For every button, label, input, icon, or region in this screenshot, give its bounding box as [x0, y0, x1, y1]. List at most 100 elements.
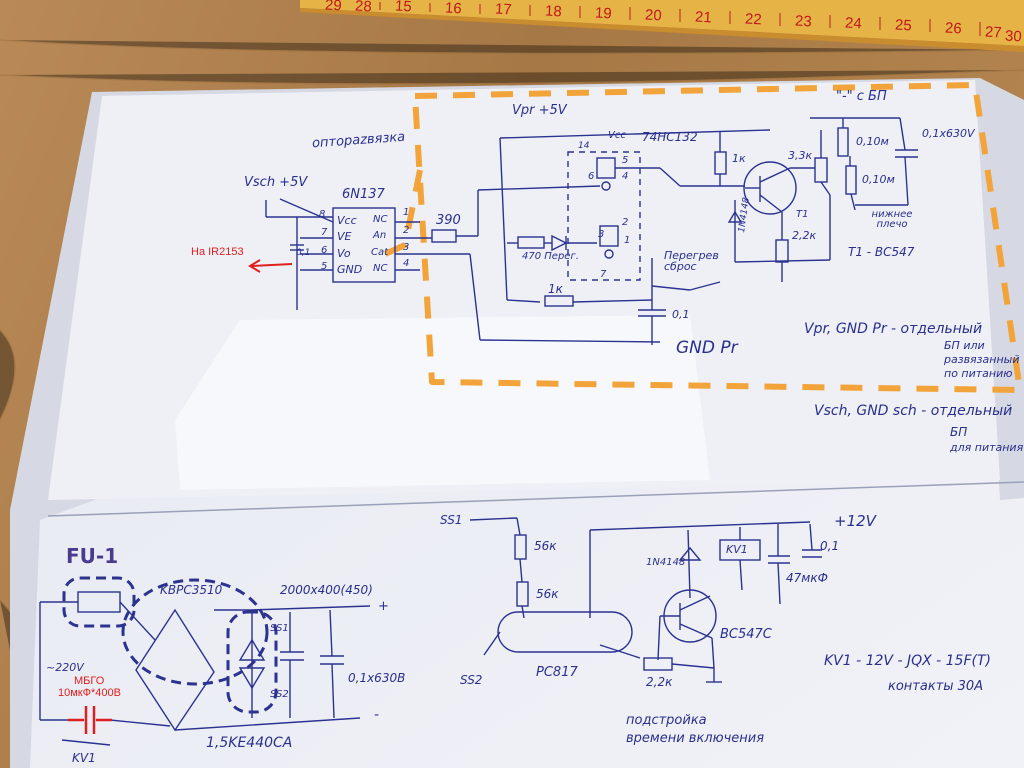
plus12-label: +12V [834, 512, 876, 530]
t1-type-label: T1 - BC547 [848, 245, 915, 259]
note-pr-line1: Vpr, GND Pr - отдельный [804, 321, 983, 337]
minus-label: - [374, 707, 380, 723]
relay-label: KV1 [726, 543, 748, 556]
note-sch-line1: Vsch, GND sch - отдельный [814, 403, 1013, 419]
diode-label: 1N4148 [646, 557, 686, 568]
cap47-label: 47мкФ [786, 571, 828, 585]
ic-name: 6N137 [342, 187, 385, 202]
kv1-contact-label: KV1 [72, 751, 96, 765]
cap630b-label: 0,1х630В [348, 671, 406, 685]
ic-pin-left: Vo [337, 247, 351, 260]
r1k-bottom-label: 1к [548, 282, 563, 296]
note-pr-line4: по питанию [944, 367, 1013, 380]
note-sch-line3: для питания [950, 441, 1024, 454]
ic-pin-right: Cat [371, 247, 389, 258]
trim-note1: подстройка [626, 713, 707, 728]
ruler-number: 30 [1004, 27, 1023, 46]
ac-label: ~220V [46, 661, 84, 674]
shunt1-label: 0,10м [856, 135, 889, 148]
ic-pin-number: 1 [403, 207, 410, 218]
led-res-label: 470 Перег. [522, 251, 579, 262]
logic-ic-label: 74HC132 [642, 130, 698, 144]
gate-pin: 5 [622, 155, 629, 166]
cap-small-label: 0,1 [296, 248, 311, 258]
r56b-label: 56к [536, 587, 559, 601]
ic-pin-number: 6 [321, 245, 328, 256]
vcc-label: Vcc [608, 130, 626, 141]
caps-label: 2000х400(450) [280, 583, 373, 597]
ruler-number: 20 [644, 6, 663, 25]
to-driver-label: На IR2153 [191, 246, 244, 258]
gnd-pr-label: GND Pr [676, 338, 738, 358]
gate-pin: 14 [578, 141, 590, 151]
ic-pin-right: An [373, 230, 387, 241]
gate-pin: 4 [622, 171, 629, 182]
lower-arm-label: нижнее плечо [871, 209, 913, 230]
plus-label: + [378, 599, 389, 614]
ruler-number: 18 [544, 2, 563, 21]
cap01-label: 0,1 [672, 308, 690, 321]
r22k-label: 2,2к [792, 229, 817, 242]
trim-label: 2,2к [646, 675, 673, 689]
r33k-label: 3,3к [788, 149, 813, 162]
ruler-number: 21 [694, 8, 713, 27]
note-pr-line2: БП или [944, 339, 985, 352]
ruler-number: 16 [444, 0, 463, 18]
tvs-label: 1,5KE440CA [206, 735, 293, 751]
ss2-label: SS2 [270, 689, 289, 700]
fuse-label: FU-1 [66, 544, 119, 568]
ruler [300, 0, 1024, 52]
gate-pin: 7 [600, 269, 607, 280]
note-pr-line3: развязанный [944, 353, 1020, 366]
ic-pin-number: 8 [319, 209, 326, 220]
ss2b-label: SS2 [460, 673, 483, 687]
r1k-top-label: 1к [732, 152, 746, 165]
ic-pin-right: NC [373, 214, 388, 225]
ic-pin-left: Vcc [337, 214, 357, 227]
ic-pin-left: GND [337, 263, 363, 276]
r56a-label: 56к [534, 539, 557, 553]
minus-bp-label: "-" с БП [836, 89, 887, 104]
ruler-number: 15 [394, 0, 413, 16]
ss1b-label: SS1 [440, 513, 463, 527]
ruler-number: 19 [594, 4, 613, 23]
ruler-number: 24 [844, 14, 863, 33]
ruler-number: 25 [894, 16, 913, 35]
transistor-label: BC547C [720, 627, 772, 642]
cap01b-label: 0,1 [820, 539, 840, 553]
relay-note1: KV1 - 12V - JQX - 15F(T) [824, 653, 991, 669]
ic-pin-number: 3 [403, 242, 410, 253]
reset-label: Перегрев сброс [664, 249, 719, 273]
mbgo-label: МБГО [74, 675, 105, 687]
ic-pin-right: NC [373, 263, 388, 274]
ic-pin-number: 7 [321, 227, 328, 238]
ruler-number: 26 [944, 19, 963, 38]
t1-label: T1 [796, 209, 809, 220]
ruler-number: 17 [494, 0, 513, 19]
gate-pin: 3 [598, 229, 605, 240]
ruler-number: 23 [794, 12, 813, 31]
trim-note2: времени включения [626, 731, 765, 746]
bridge-label: KBPC3510 [160, 583, 223, 597]
mbgo-value-label: 10мкФ*400В [58, 687, 121, 699]
shunt2-label: 0,10м [862, 173, 895, 186]
vsch-label: Vsch +5V [244, 175, 308, 190]
gate-pin: 2 [622, 217, 629, 228]
ruler-number: 27 [984, 23, 1003, 42]
ruler-number: 29 [324, 0, 343, 15]
ss1-label: SS1 [270, 623, 289, 634]
ic-pin-left: VE [337, 230, 352, 243]
ruler-number: 22 [744, 10, 763, 29]
gate-pin: 1 [624, 235, 631, 246]
opto-label: PC817 [536, 665, 578, 680]
ic-pin-number: 4 [403, 258, 410, 269]
ic-pin-number: 5 [321, 261, 328, 272]
note-sch-line2: БП [950, 425, 968, 439]
relay-note2: контакты 30А [888, 679, 984, 694]
r390-label: 390 [436, 213, 461, 228]
vpr-label: Vpr +5V [512, 103, 567, 118]
gate-pin: 6 [588, 171, 595, 182]
ic-pin-number: 2 [403, 225, 410, 236]
cap630-label: 0,1х630V [922, 127, 975, 140]
